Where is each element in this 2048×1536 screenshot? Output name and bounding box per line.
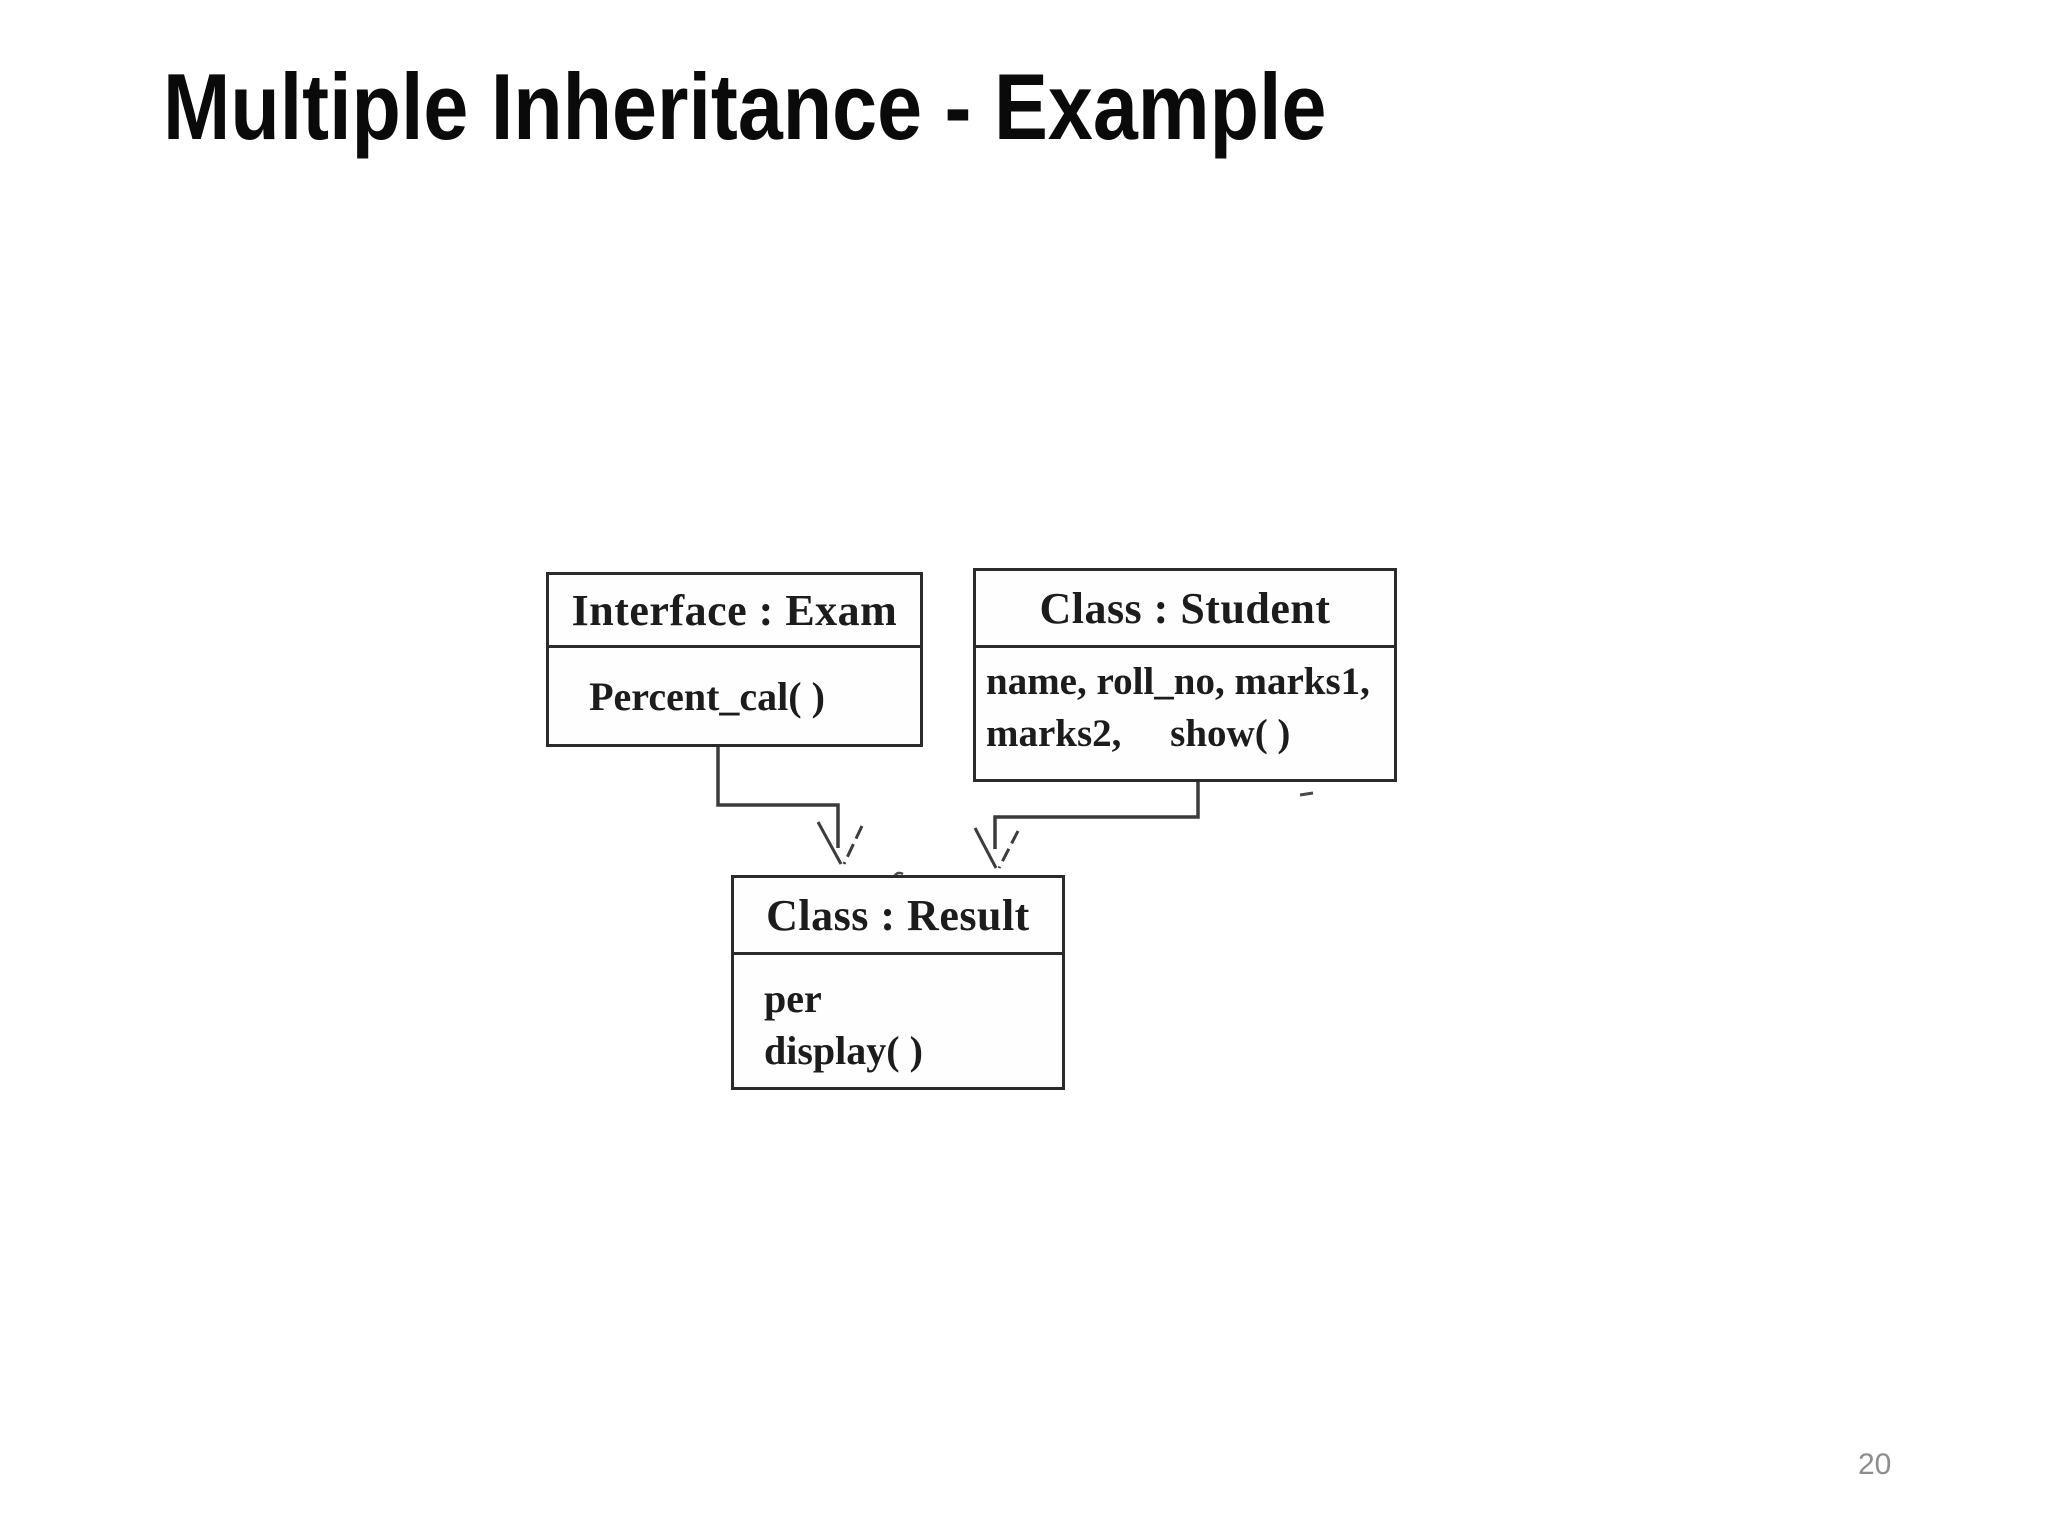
uml-box-header: Interface : Exam <box>549 575 920 648</box>
uml-box-body: Percent_cal( ) <box>549 648 920 744</box>
uml-box-body: per display( ) <box>734 955 1062 1087</box>
uml-member: marks2, show( ) <box>986 712 1291 755</box>
uml-box-class-student: Class : Student name, roll_no, marks1, m… <box>973 568 1397 782</box>
uml-box-class-result: Class : Result per display( ) <box>731 875 1065 1090</box>
uml-member: Percent_cal( ) <box>589 673 825 719</box>
uml-box-header: Class : Result <box>734 878 1062 955</box>
open-arrowhead-icon <box>973 827 1020 869</box>
uml-member: per <box>764 976 822 1021</box>
uml-box-header: Class : Student <box>976 571 1394 648</box>
uml-member: name, roll_no, marks1, <box>986 660 1370 703</box>
exam-to-result-arrow <box>716 747 864 865</box>
open-arrowhead-icon <box>816 821 864 865</box>
uml-member: display( ) <box>764 1028 923 1073</box>
slide-title: Multiple Inheritance - Example <box>163 54 1327 159</box>
page-number: 20 <box>1858 1448 1892 1481</box>
uml-box-body: name, roll_no, marks1, marks2, show( ) <box>976 648 1394 779</box>
stray-mark <box>891 791 1314 881</box>
student-to-result-arrow <box>973 782 1200 869</box>
uml-box-interface-exam: Interface : Exam Percent_cal( ) <box>546 572 923 747</box>
